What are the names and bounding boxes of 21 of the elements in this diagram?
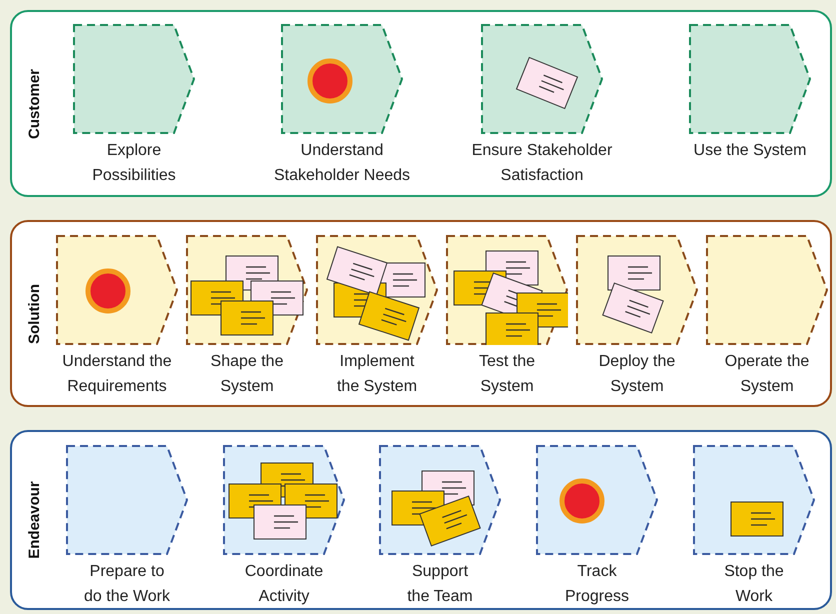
activity-label: Operate the System [724,352,810,397]
activity-label: Ensure Stakeholder Satisfaction [470,141,614,186]
activity-label: Shape the System [210,352,284,397]
activity-label: Implement the System [336,352,418,397]
activity-label: Stop the Work [723,562,785,607]
activity-label: Prepare to do the Work [83,562,171,607]
activity-label: Support the Team [406,562,474,607]
activity-label: Understand the Requirements [61,352,173,397]
activity-label: Test the System [478,352,536,397]
activity-label: Coordinate Activity [244,562,324,607]
area-panel [10,220,832,407]
area-heading: Solution [26,284,43,344]
area-heading: Endeavour [26,481,43,559]
activity-label: Track Progress [564,562,630,607]
activity-label: Deploy the System [598,352,676,397]
area-panel [10,10,832,197]
area-heading: Customer [26,68,43,138]
activity-label: Explore Possibilities [91,141,177,186]
activity-label: Use the System [694,141,806,161]
activity-label: Understand Stakeholder Needs [272,141,412,186]
area-panel [10,430,832,610]
